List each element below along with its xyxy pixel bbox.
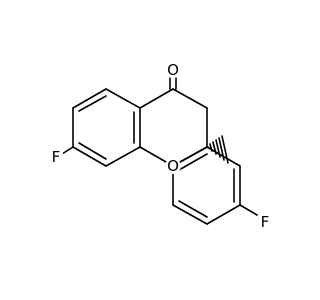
- bond-ph2-ph3: [206, 204, 241, 225]
- bond-c6-f: [61, 146, 74, 155]
- bond-double-ph-b: [178, 200, 208, 218]
- ring-oxygen-label: O: [167, 157, 179, 175]
- structure-svg: O O F F: [48, 61, 273, 231]
- bond-c8a-c4a: [105, 88, 141, 109]
- atom-labels: O O F F: [48, 61, 273, 231]
- fluorine-right-label: F: [261, 213, 270, 231]
- bond-double-c6-c7: [78, 142, 107, 160]
- bond-double-ph-c: [178, 153, 208, 171]
- molecule-drawing: O O F F: [48, 61, 273, 231]
- bond-c6-c7: [72, 146, 107, 167]
- bond-c7-c8: [105, 146, 141, 167]
- bond-ph3-ph4: [172, 204, 208, 225]
- carbonyl-oxygen-label: O: [167, 61, 179, 79]
- bond-phenyl-f: [239, 204, 258, 216]
- bond-c4-c3: [172, 88, 208, 109]
- bonds: [61, 77, 258, 225]
- bond-c4a-c5: [72, 88, 107, 109]
- bond-c2-phenyl: [206, 146, 241, 167]
- bond-o1-c8: [139, 146, 167, 163]
- bond-c8a-c4: [139, 88, 174, 109]
- fluorine-left-label: F: [52, 148, 61, 166]
- bond-double-c4a-c5: [78, 95, 107, 112]
